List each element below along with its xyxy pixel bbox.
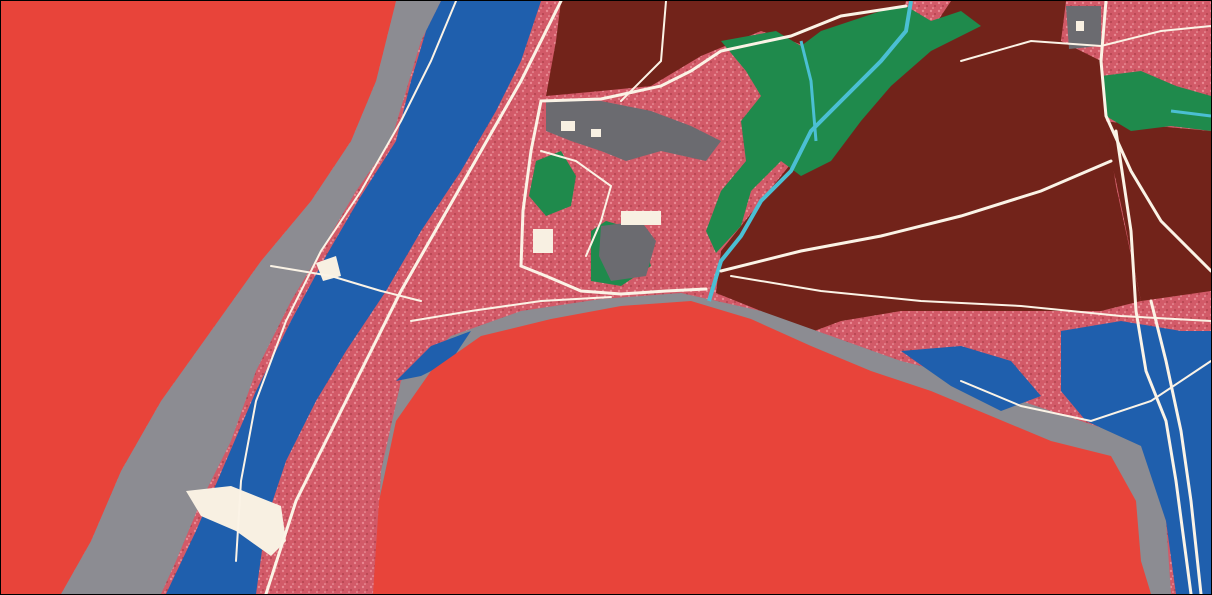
- built-up-town-north: [546, 101, 721, 161]
- road-west-track: [270, 265, 422, 302]
- road-network: [235, 1, 1211, 594]
- canal-north: [799, 40, 818, 142]
- water-west: [1, 1, 396, 594]
- road-north-link: [620, 1, 667, 102]
- forest-patch-northeast: [1101, 71, 1211, 131]
- cultivated-field-east: [716, 1, 1141, 336]
- built-up-block: [1076, 21, 1084, 31]
- shallow-water-east-pools: [901, 346, 1041, 411]
- road-west-channel: [235, 1, 457, 562]
- road-south-track: [410, 296, 612, 322]
- road-town-inner: [540, 150, 613, 257]
- forest-patch-west-town: [529, 151, 576, 216]
- built-up-town-south: [599, 221, 656, 281]
- road-town-north: [539, 4, 908, 103]
- shallow-water-west-channel: [166, 1, 541, 594]
- shoreline-mudflat-west: [61, 1, 441, 594]
- road-far-east: [1149, 299, 1203, 594]
- water-south: [373, 301, 1151, 594]
- road-northeast-east: [960, 25, 1211, 62]
- built-up-block: [561, 121, 575, 131]
- canal-east: [707, 1, 913, 302]
- road-town-ring: [519, 99, 708, 296]
- canal-northeast: [1170, 109, 1211, 118]
- built-up-block: [533, 229, 553, 253]
- road-east-vertical: [1114, 129, 1193, 594]
- built-up-block: [621, 211, 661, 225]
- shallow-water-south-fringe: [396, 331, 471, 381]
- built-up-block: [591, 129, 601, 137]
- forest-patch-central: [706, 6, 981, 253]
- road-diagonal-main: [264, 1, 563, 594]
- bare-sand-west: [186, 486, 286, 556]
- road-east-main: [719, 159, 1113, 273]
